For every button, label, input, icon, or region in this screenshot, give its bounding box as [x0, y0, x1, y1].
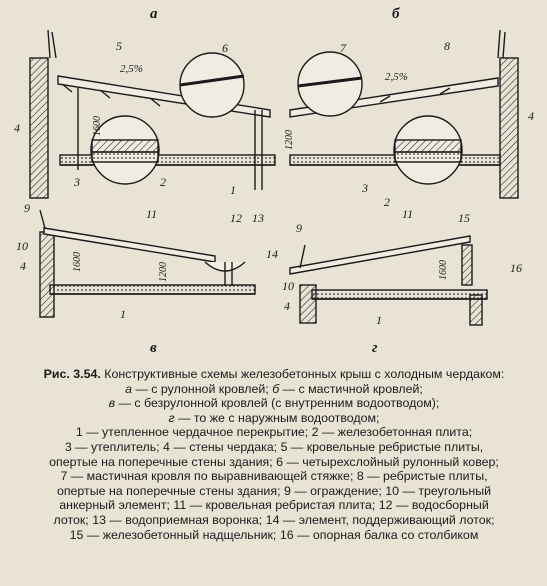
caption-line-5: 3 — утеплитель; 4 — стены чердака; 5 — к… [64, 439, 484, 454]
callout-4-v: 4 [20, 259, 26, 273]
caption-title-line: Рис. 3.54. Конструктивные схемы железобе… [6, 367, 542, 382]
dim-label-g: 1600 [438, 260, 449, 280]
caption-line-6: опертые на поперечные стены здания; 6 — … [49, 454, 499, 469]
caption-line-11: 15 — железобетонный надщельник; 16 — опо… [69, 527, 479, 542]
callout-16: 16 [510, 261, 522, 275]
detail-circle-7 [297, 51, 363, 117]
callout-10-v: 10 [16, 239, 28, 253]
roof-slab-g [289, 235, 471, 275]
callout-numbers: 5 6 7 8 4 4 3 2 1 3 2 9 11 12 13 14 10 4… [14, 39, 534, 327]
callout-5: 5 [116, 39, 122, 53]
slope-label-b: 2,5% [385, 71, 408, 83]
callout-2-a: 2 [160, 175, 166, 189]
callout-10-g: 10 [282, 279, 294, 293]
attic-wall-a [29, 57, 49, 199]
slope-label-a: 2,5% [120, 63, 143, 75]
caption-line-8: опертые на поперечные стены здания; 9 — … [56, 483, 492, 498]
callout-8: 8 [444, 39, 450, 53]
scheme-g [289, 235, 488, 326]
figure-number: Рис. 3.54. [43, 367, 101, 381]
callout-12: 12 [230, 211, 242, 225]
callout-7: 7 [340, 41, 347, 55]
caption-line-3: г — то же с наружным водоотводом; [168, 410, 380, 425]
callout-15: 15 [458, 211, 470, 225]
figure-caption: Рис. 3.54. Конструктивные схемы железобе… [6, 367, 542, 542]
callout-9-v: 9 [24, 201, 30, 215]
caption-title: Конструктивные схемы железобетонных крыш… [100, 367, 505, 381]
caption-line-10: лоток; 13 — водоприемная воронка; 14 — э… [53, 512, 495, 527]
dim-label-a: 1600 [92, 116, 103, 136]
caption-line-4: 1 — утепленное чердачное перекрытие; 2 —… [75, 425, 473, 440]
roof-slab-v [43, 227, 216, 263]
scheme-b [289, 29, 519, 199]
attic-floor-v [49, 284, 256, 295]
callout-3-b: 3 [361, 181, 368, 195]
callout-2-b: 2 [384, 195, 390, 209]
callout-1-g: 1 [376, 313, 382, 327]
callout-11-g: 11 [402, 207, 413, 221]
scheme-a [29, 29, 276, 199]
dim-label-b-center: 1200 [284, 130, 295, 150]
caption-line-7: 7 — мастичная кровля по выравнивающей ст… [60, 469, 488, 484]
sub-label-b: б [392, 6, 400, 22]
callout-11-v: 11 [146, 207, 157, 221]
sub-label-a: а [150, 6, 158, 22]
callout-4-a: 4 [14, 121, 20, 135]
callout-9-g: 9 [296, 221, 302, 235]
attic-wall-b [499, 57, 519, 199]
dim-label-v2: 1200 [158, 262, 169, 282]
callout-4-g: 4 [284, 299, 290, 313]
caption-line-2: в — с безрулонной кровлей (с внутренним … [108, 396, 440, 411]
callout-1-v: 1 [120, 307, 126, 321]
callout-1-a: 1 [230, 183, 236, 197]
callout-6: 6 [222, 41, 228, 55]
caption-line-1: а — с рулонной кровлей; б — с мастичной … [125, 381, 423, 396]
roof-schemes-figure: а 2,5% 1600 1200 б 2,5% в 1600 1200 [14, 6, 534, 356]
sub-label-v: в [150, 340, 157, 356]
attic-floor-g [311, 289, 488, 300]
callout-14: 14 [266, 247, 278, 261]
callout-3-a: 3 [73, 175, 80, 189]
scheme-v [39, 209, 256, 318]
dim-label-v1: 1600 [72, 252, 83, 272]
callout-13: 13 [252, 211, 264, 225]
attic-wall-v [39, 231, 55, 318]
callout-4-b: 4 [528, 109, 534, 123]
sub-label-g: г [372, 340, 378, 356]
caption-line-9: анкерный элемент; 11 — кровельная ребрис… [59, 498, 489, 513]
